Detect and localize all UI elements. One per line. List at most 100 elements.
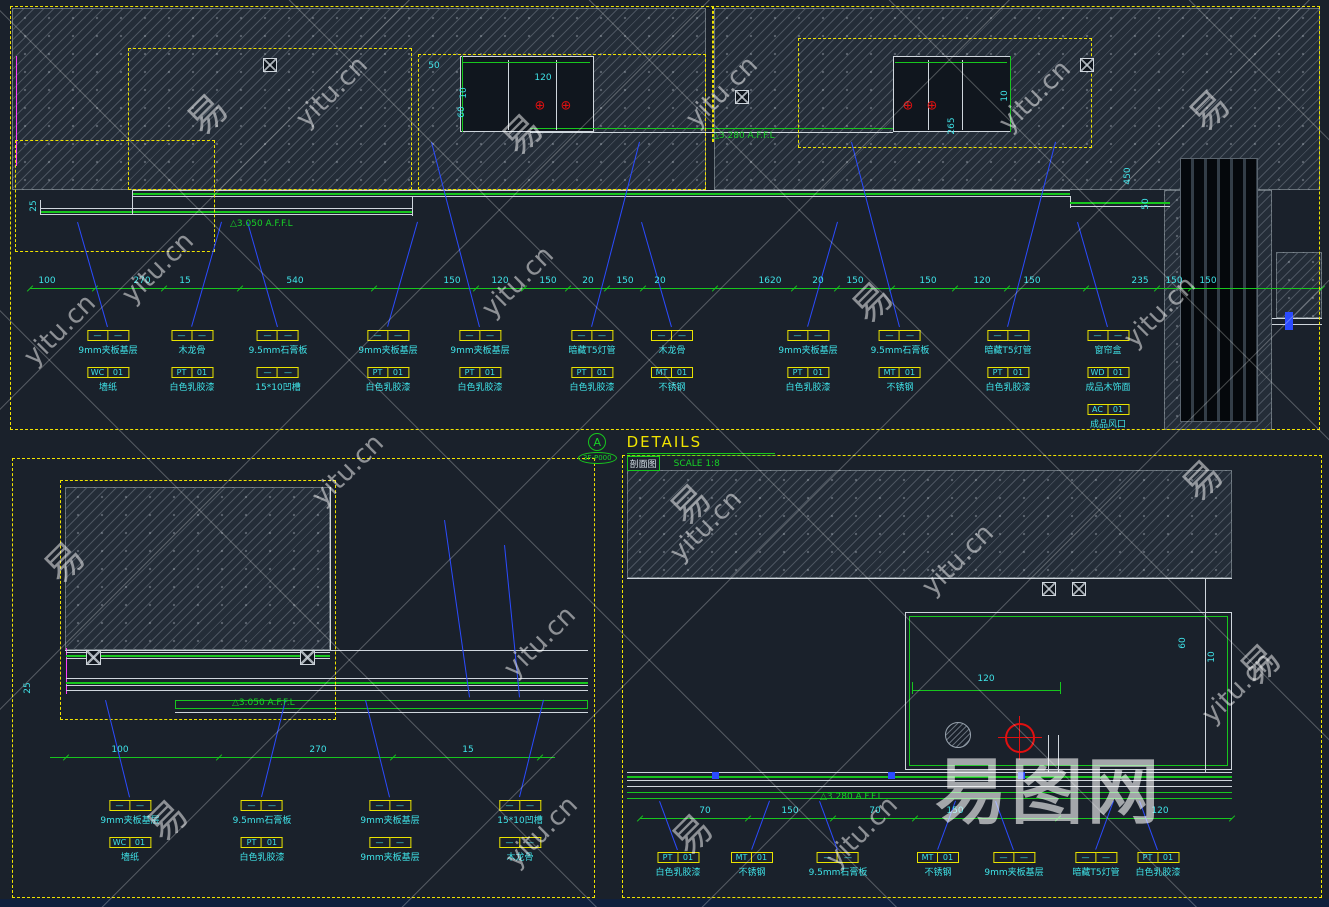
drawing-line [627,780,1232,781]
drawing-line [330,487,331,650]
material-label-group: —— 9.5mm石膏板 [808,852,868,878]
dimension-label: 540 [286,276,304,286]
drawing-line [40,214,412,215]
material-name: 9.5mm石膏板 [808,868,868,878]
material-tag: —— [816,852,859,863]
material-tag: —— [992,852,1035,863]
material-tag-box: — [389,837,411,848]
material-tag: —— [1074,852,1117,863]
green-line [912,690,1060,691]
hatch-region [714,8,1320,190]
hatched-circle-symbol [945,722,971,748]
material-name: 白色乳胶漆 [1135,868,1181,878]
sprinkler-icon: ⊕ [560,98,572,114]
material-tag-box: 01 [899,367,921,378]
material-name: 墙纸 [120,853,139,863]
material-tag-box: PT [458,367,480,378]
material-tag-box: — [387,330,409,341]
material-tag-box: — [651,330,672,341]
green-line [1060,682,1061,694]
hatch-region [65,487,330,650]
joist-box [735,90,749,104]
green-line [66,682,588,684]
leader-line [387,221,418,327]
material-name: 不锈钢 [738,868,766,878]
leader-line [444,520,470,698]
dimension-label: 60 [1178,637,1188,649]
dimension-label: 235 [1131,276,1149,286]
drawing-line [40,200,41,215]
bottom-bar [0,899,1329,907]
material-name: 白色乳胶漆 [169,383,215,393]
drawing-line [530,132,893,133]
joist-box [1080,58,1094,72]
material-tag-box: — [261,800,283,811]
drawing-line [1048,735,1049,772]
material-tag-box: — [389,800,411,811]
joist-box [1072,582,1086,596]
dimension-label: 120 [1151,806,1169,816]
room-outline-green [909,616,1228,766]
material-tag: —— [1086,330,1129,341]
material-label-row: ——暗藏T5灯管 [1072,852,1120,878]
green-line [627,798,1232,799]
level-mark: △3.050 A.F.F.L [230,219,293,229]
material-tag-box: MT [917,852,938,863]
material-name: 9mm夹板基层 [360,816,420,826]
material-tag-box: 01 [752,852,773,863]
dimension-label: 150 [616,276,634,286]
material-tag: —— [86,330,129,341]
dimension-label: 15 [179,276,191,286]
material-tag-box: 01 [1157,852,1179,863]
material-tag-box: 01 [387,367,409,378]
inset-detail-box [460,56,594,132]
material-tag-box: 01 [261,837,283,848]
drawing-line [556,60,557,130]
green-line [175,708,588,709]
blue-connector [888,772,895,779]
hatch-region [1276,252,1322,318]
dimension-tick [1228,815,1236,822]
green-line [895,62,1007,63]
material-tag-box: — [129,800,151,811]
green-line [627,792,1232,793]
material-name: 9mm夹板基层 [778,346,838,356]
dimension-label: 100 [111,745,129,755]
material-tag: —— [108,800,151,811]
blue-connector [1285,312,1293,330]
material-name: 白色乳胶漆 [365,383,411,393]
drawing-line [962,60,963,130]
drawing-line [627,772,1232,773]
leader-line [807,221,838,327]
leader-line [261,699,286,797]
scale-label: SCALE 1:8 [673,458,720,469]
drawing-line [66,678,588,679]
material-tag-box: — [878,330,900,341]
drawing-line [132,196,1070,197]
green-line [640,818,1232,819]
material-name: 15*10凹槽 [255,383,301,393]
material-tag-box: WC [86,367,108,378]
material-tag-box: — [1107,330,1129,341]
leader-line [191,221,222,327]
material-name: 9mm夹板基层 [358,346,418,356]
material-tag-box: — [191,330,213,341]
material-tag-box: — [366,330,388,341]
joist-box [300,650,315,665]
drawing-line [66,685,588,686]
material-tag: —— [651,330,693,341]
detail-bubble-letter: A [588,433,607,451]
material-tag-box: — [368,800,390,811]
